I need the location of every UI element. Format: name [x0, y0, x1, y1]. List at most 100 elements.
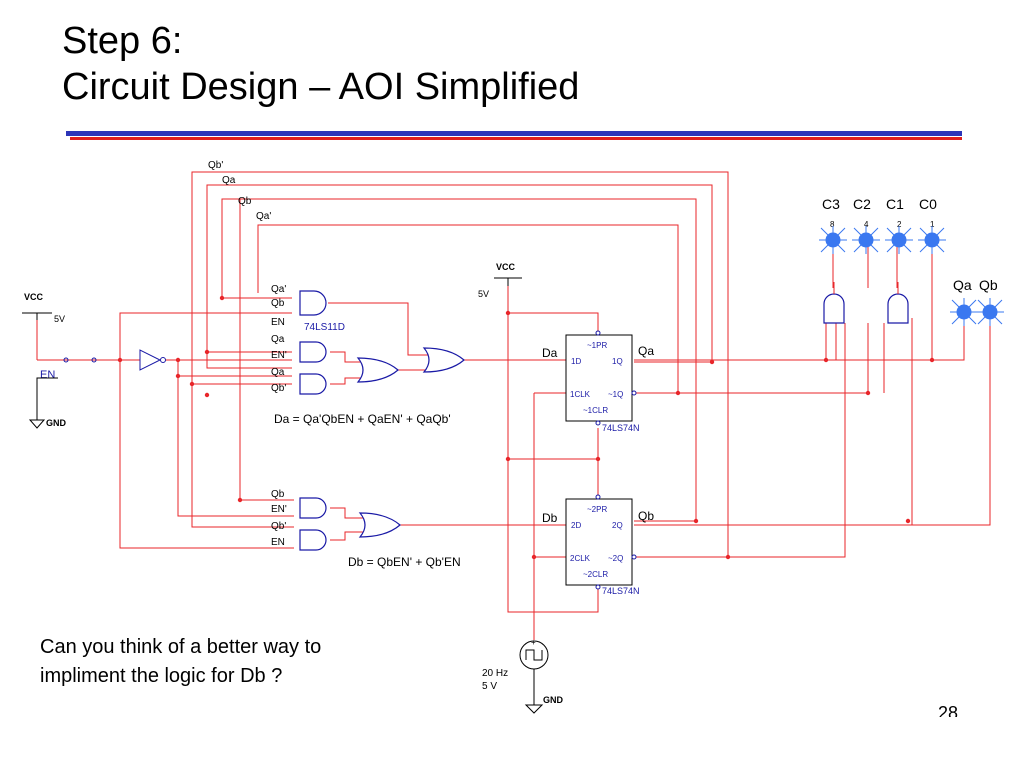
- led-qb: [976, 298, 1004, 326]
- and-gate-3: [299, 373, 327, 395]
- state-led-labels: Qa Qb: [953, 277, 998, 293]
- and3-part-label: 74LS11D: [304, 322, 345, 333]
- vcc-mid-voltage: 5V: [478, 289, 489, 299]
- or-gate-bottom: [358, 512, 401, 538]
- wires: [36, 171, 991, 640]
- gate-input-label: EN: [271, 317, 285, 328]
- wire-qa-bus: [206, 184, 713, 363]
- svg-text:+: +: [531, 638, 536, 647]
- ff1-d: 1D: [571, 357, 581, 366]
- or-gate-final: [422, 347, 465, 373]
- led-value: 8: [830, 220, 835, 229]
- clock-amplitude: 5 V: [482, 681, 497, 692]
- gnd-left-label: GND: [46, 418, 67, 428]
- ff1-qn: ~1Q: [608, 390, 623, 399]
- ff2-qn: ~2Q: [608, 554, 623, 563]
- gate-input-label: Qb': [271, 383, 286, 394]
- state-led-label: Qb: [979, 277, 998, 293]
- led-name: C1: [886, 196, 904, 212]
- ff1-q-label: Qa: [638, 344, 654, 358]
- gate-input-label: Qb: [271, 298, 285, 309]
- title-rule-blue: [66, 131, 962, 136]
- and-gate-4: [299, 497, 327, 519]
- led-value: 2: [897, 220, 902, 229]
- vcc-mid-label: VCC: [496, 262, 516, 272]
- gate-input-label: Qa: [271, 334, 285, 345]
- en-label: EN: [40, 369, 55, 381]
- led-values: 8 4 2 1: [830, 220, 935, 229]
- ff2-part: 74LS74N: [602, 586, 640, 596]
- led-name: C3: [822, 196, 840, 212]
- flip-flop-1: ~1PR 1D 1Q 1CLK ~1Q ~1CLR 74LS74N Da Qa: [542, 330, 654, 433]
- gnd-clock-label: GND: [543, 695, 564, 705]
- led-qa: [950, 298, 978, 326]
- ff1-clr: ~1CLR: [583, 406, 608, 415]
- en-switch: [63, 357, 97, 363]
- led-labels: C3 C2 C1 C0: [822, 196, 937, 212]
- vcc-left: [22, 312, 52, 320]
- equation-db: Db = QbEN' + Qb'EN: [348, 555, 461, 569]
- ff1-clk: 1CLK: [570, 390, 591, 399]
- ff2-clr: ~2CLR: [583, 570, 608, 579]
- ff2-pr: ~2PR: [587, 505, 607, 514]
- clock-frequency: 20 Hz: [482, 668, 508, 679]
- decode-and-gates: [823, 293, 909, 324]
- ff1-q: 1Q: [612, 357, 623, 366]
- equation-da: Da = Qa'QbEN + QaEN' + QaQb': [274, 412, 451, 426]
- gate-input-label: Qa': [271, 284, 286, 295]
- gate-input-label: Qb: [271, 489, 285, 500]
- led-c2: [852, 226, 880, 254]
- ff1-pr: ~1PR: [587, 341, 607, 350]
- gate-input-label: EN': [271, 504, 287, 515]
- vcc-left-voltage: 5V: [54, 314, 65, 324]
- gate-input-label: Qa: [271, 367, 285, 378]
- title-line-2: Circuit Design – AOI Simplified: [62, 66, 580, 108]
- and-gate-2: [299, 341, 327, 363]
- and-gates: [299, 290, 327, 551]
- gate-input-label: EN': [271, 350, 287, 361]
- bus-label-qb: Qb: [238, 196, 252, 207]
- led-c3: [819, 226, 847, 254]
- led-name: C2: [853, 196, 871, 212]
- slide-title: Step 6: Circuit Design – AOI Simplified: [62, 18, 579, 110]
- question-line-2: impliment the logic for Db ?: [40, 665, 283, 687]
- ff2-q-label: Qb: [638, 509, 654, 523]
- wire-qb-bus: [221, 198, 697, 522]
- state-led-lamps: [950, 298, 1004, 326]
- ff2-d-label: Db: [542, 511, 558, 525]
- ff1-d-label: Da: [542, 346, 558, 360]
- clock-source: +: [519, 638, 549, 714]
- vcc-mid: [494, 277, 522, 286]
- gnd-left: [28, 377, 58, 429]
- ff2-q: 2Q: [612, 521, 623, 530]
- page-number: 28: [938, 703, 959, 717]
- question-text: Can you think of a better way to implime…: [40, 633, 321, 691]
- junction-dots: [117, 295, 935, 560]
- and3-gate-top: [299, 290, 327, 316]
- led-value: 1: [930, 220, 935, 229]
- question-line-1: Can you think of a better way to: [40, 636, 322, 658]
- led-lamps: [819, 226, 946, 254]
- state-led-label: Qa: [953, 277, 972, 293]
- led-c1: [885, 226, 913, 254]
- ff2-clk: 2CLK: [570, 554, 591, 563]
- and-gate-5: [299, 529, 327, 551]
- led-value: 4: [864, 220, 869, 229]
- gate-input-label: Qb': [271, 521, 286, 532]
- title-rule-red: [70, 137, 962, 140]
- bus-label-qb-not: Qb': [208, 160, 223, 171]
- vcc-left-label: VCC: [24, 292, 44, 302]
- led-c0: [918, 226, 946, 254]
- bus-label-qa-not: Qa': [256, 211, 271, 222]
- title-line-1: Step 6:: [62, 20, 183, 62]
- gate-input-label: EN: [271, 537, 285, 548]
- or-gates: [356, 347, 465, 538]
- bus-label-qa: Qa: [222, 175, 236, 186]
- ff1-part: 74LS74N: [602, 423, 640, 433]
- inverter-gate: [139, 349, 166, 371]
- or-gate-top: [356, 357, 399, 383]
- led-name: C0: [919, 196, 937, 212]
- ff2-d: 2D: [571, 521, 581, 530]
- flip-flop-2: ~2PR 2D 2Q 2CLK ~2Q ~2CLR 74LS74N Db Qb: [542, 494, 654, 596]
